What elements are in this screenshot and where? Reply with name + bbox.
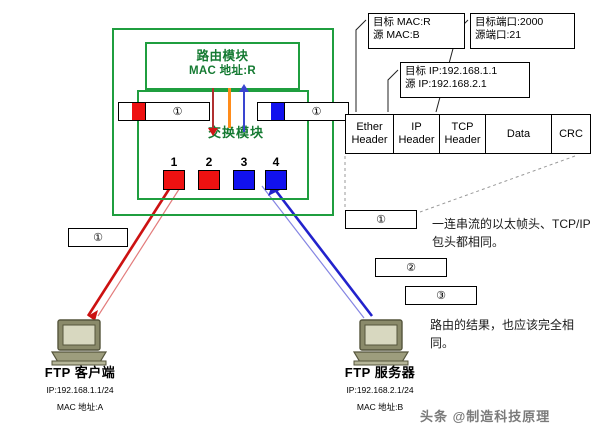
orange-link-line [228,88,231,128]
server-host-name: FTP 服务器 [344,365,416,380]
callout-port-dest: 目标端口:2000 [475,16,544,28]
downlink-arrow-line [212,88,214,132]
client-host-mac: MAC 地址:A [56,402,104,412]
switch-module-label: 交换模块 [207,125,264,140]
packet-cell-tcp-line2: Header [444,134,481,146]
packet-cell-ether-line2: Header [351,134,388,146]
packet-cell-tcp-line1: TCP [451,121,474,133]
frame-bar-left-label: ① [145,103,209,120]
uplink-arrow-line [243,90,245,132]
client-computer-icon [48,318,112,368]
routing-module-title: 路由模块 [196,49,249,63]
packet-cell-crc: CRC [552,115,590,153]
port-2-number: 2 [205,155,213,169]
packet-cell-tcp-header: TCP Header [440,115,486,153]
frame-bar-left-blank [119,103,132,120]
network-device-frame [112,28,334,216]
frame-bar-right: ① [257,102,349,121]
packet-cell-ether-header: Ether Header [346,115,394,153]
callout-ip-dest: 目标 IP:192.168.1.1 [405,65,498,77]
number-box-two: ② [375,258,447,277]
client-host-name: FTP 客户端 [44,365,116,380]
port-3-number: 3 [240,155,248,169]
server-host-label: FTP 服务器 IP:192.168.2.1/24 MAC 地址:B [305,362,455,413]
callout-ports: 目标端口:2000 源端口:21 [470,13,575,49]
number-box-left: ① [68,228,128,247]
packet-cell-data-line1: Data [506,127,531,140]
packet-structure-table: Ether Header IP Header TCP Header Data C… [345,114,591,154]
port-4-number: 4 [272,155,280,169]
packet-cell-ip-line2: Header [398,134,435,146]
callout-mac-src: 源 MAC:B [373,29,420,41]
port-1-square[interactable] [163,170,185,190]
port-2-square[interactable] [198,170,220,190]
frame-bar-right-label: ① [284,103,348,120]
port-4-square[interactable] [265,170,287,190]
packet-cell-ip-line1: IP [411,121,422,133]
number-box-one: ① [345,210,417,229]
routing-module: 路由模块 MAC 地址:R [145,42,300,90]
port-3-square[interactable] [233,170,255,190]
callout-port-src: 源端口:21 [475,29,522,41]
packet-cell-ether-line1: Ether [356,121,383,133]
downlink-arrowhead-icon [208,128,218,136]
callout-mac-dest: 目标 MAC:R [373,16,431,28]
frame-bar-right-payload [271,103,284,120]
uplink-arrowhead-icon [239,84,249,92]
callout-ip-src: 源 IP:192.168.2.1 [405,78,487,90]
packet-cell-ip-header: IP Header [394,115,440,153]
frame-bar-left: ① [118,102,210,121]
server-host-ip: IP:192.168.2.1/24 [346,385,414,395]
callout-mac-addresses: 目标 MAC:R 源 MAC:B [368,13,465,49]
server-host-mac: MAC 地址:B [356,402,404,412]
frame-bar-left-payload [132,103,145,120]
routing-module-mac: MAC 地址:R [189,65,256,77]
frame-bar-right-blank [258,103,271,120]
note-identical-headers: 一连串流的以太帧头、TCP/IP包头都相同。 [432,217,591,249]
server-computer-icon [350,318,414,368]
client-host-ip: IP:192.168.1.1/24 [46,385,114,395]
number-box-three: ③ [405,286,477,305]
port-1-number: 1 [170,155,178,169]
client-host-label: FTP 客户端 IP:192.168.1.1/24 MAC 地址:A [5,362,155,413]
callout-ip-addresses: 目标 IP:192.168.1.1 源 IP:192.168.2.1 [400,62,530,98]
packet-cell-data: Data [486,115,552,153]
packet-cell-crc-line1: CRC [559,127,583,140]
switch-module [137,90,309,200]
watermark-text: 头条 @制造科技原理 [420,409,551,424]
note-routing-result: 路由的结果，也应该完全相同。 [430,318,575,350]
